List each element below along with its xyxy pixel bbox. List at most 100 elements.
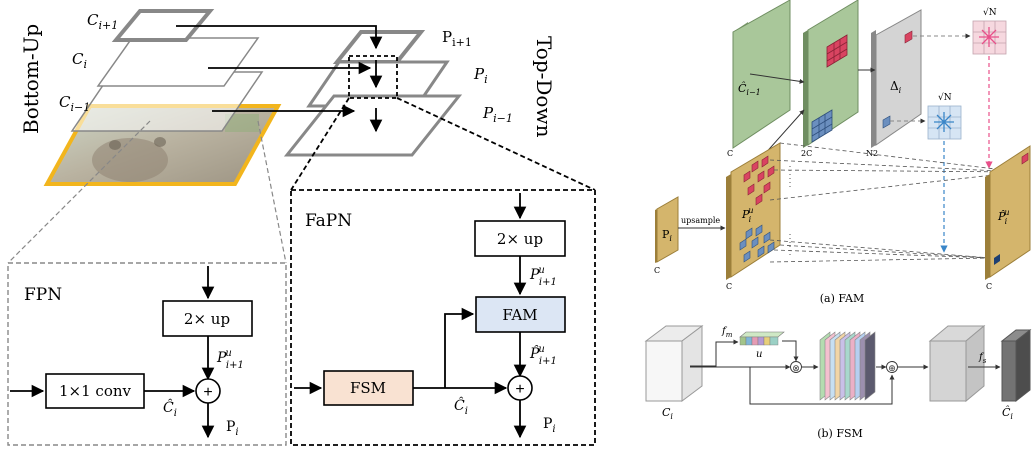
- fam-p-up-red-patches: [743, 155, 775, 206]
- fpn-title: FPN: [24, 285, 62, 305]
- fam-p-up-blue-patches: [739, 224, 775, 263]
- fam-p-small-label: Pi: [662, 228, 672, 243]
- fsm-out-cube-front: [1001, 340, 1017, 402]
- fpn-c-hat-label: Ĉi: [163, 398, 177, 419]
- fsm-u-label: u: [756, 349, 762, 360]
- fam-sqrtn-top: √N: [983, 7, 997, 18]
- fam-c-hat-plane-main: [732, 0, 791, 149]
- fam-offset-grid-top: [972, 20, 1007, 55]
- fsm-box-label: FSM: [350, 379, 386, 397]
- label-p-ip1: Pi+1: [442, 28, 472, 49]
- fam-p-hat-blue-cell: [994, 254, 1000, 265]
- label-c-i: Ci: [72, 50, 87, 71]
- zoom-line-fpn-right: [257, 120, 287, 264]
- fsm-oplus-sign: ⊕: [888, 363, 896, 373]
- fsm-times-circle: [790, 361, 802, 373]
- fapn-plus-sign: +: [515, 381, 524, 398]
- fpn-conv-box: [45, 373, 145, 409]
- fam-dim-2c: 2C: [801, 149, 812, 158]
- fapn-arrow-fsm-to-fam: [444, 307, 475, 388]
- plane-c-i: [96, 37, 260, 87]
- fapn-up-box: [474, 220, 566, 257]
- fsm-channel-stack: [819, 331, 876, 401]
- fam-delta-blue-cell: [882, 115, 891, 129]
- fapn-title: FaPN: [305, 211, 352, 231]
- fam-offset-grid-mid: [927, 105, 962, 140]
- arrow-c-ip1: [176, 25, 383, 50]
- fsm-caption: (b) FSM: [817, 427, 863, 440]
- fpn-conv-label: 1×1 conv: [59, 382, 132, 400]
- fapn-c-hat-label: Ĉi: [454, 396, 468, 417]
- fam-projection-lines: [769, 142, 1021, 263]
- fsm-panel: Ci fm u ⊗: [644, 324, 1032, 440]
- fpn-plus-sign: +: [203, 384, 212, 401]
- fsm-mid-cube-front: [929, 340, 967, 402]
- fam-sqrtn-mid: √N: [938, 92, 952, 103]
- fsm-out-cube-side: [1015, 328, 1031, 403]
- fam-delta-side: [871, 30, 876, 148]
- fam-dim-c3: C: [726, 282, 732, 291]
- zoom-line-fapn-right: [396, 97, 596, 191]
- bottom-up-label: Bottom-Up: [19, 24, 43, 134]
- label-c-ip1: Ci+1: [87, 11, 118, 32]
- fam-box-label: FAM: [502, 306, 537, 324]
- fam-panel: Ĉi−1 C 2C Δi N2: [654, 0, 1031, 305]
- fpn-out-label: Pi: [226, 419, 239, 438]
- fam-concat-red-grid: [826, 34, 848, 68]
- fsm-ci-cube-front: [645, 340, 683, 402]
- fapn-up-label: 2× up: [497, 230, 543, 248]
- bear-ear-shape-2: [154, 137, 166, 147]
- fpn-up-label: 2× up: [184, 310, 230, 328]
- pyramid: Bottom-Up Top-Down Ci+1 Ci Ci−1 Pi+1 Pi …: [7, 9, 596, 264]
- fam-dim-c1: C: [727, 149, 733, 158]
- fsm-fm-label: fm: [721, 326, 733, 339]
- zoom-box: [348, 55, 398, 99]
- fam-c-hat-label: Ĉi−1: [738, 81, 761, 97]
- fsm-times-sign: ⊗: [792, 363, 800, 373]
- fsm-chat-label: Ĉi: [1002, 405, 1013, 421]
- top-down-label: Top-Down: [532, 36, 556, 138]
- fam-delta-plane: [875, 9, 922, 146]
- fam-caption: (a) FAM: [820, 292, 865, 305]
- fam-delta-label: Δi: [890, 79, 902, 95]
- fpn-frame: [7, 262, 287, 446]
- fam-dim-c2: C: [654, 266, 660, 275]
- fam-concat-blue-grid: [811, 109, 833, 143]
- fsm-box: [323, 370, 414, 406]
- fam-delta-red-cell: [904, 30, 913, 44]
- fsm-branch-to-fm: [690, 339, 739, 367]
- fam-p-hat-plane: [989, 145, 1031, 278]
- fam-dim-c4: C: [986, 282, 992, 291]
- plane-c-ip1: [111, 9, 215, 42]
- fsm-skip-path: [749, 367, 895, 405]
- fsm-oplus-circle: [886, 361, 898, 373]
- zoom-line-fapn-left: [290, 97, 350, 191]
- fam-p-small-side: [655, 209, 657, 263]
- fsm-u-to-times: [782, 340, 799, 362]
- fsm-u-vector: [739, 331, 785, 346]
- grass-patch: [225, 114, 259, 132]
- bear-ear-shape: [109, 140, 121, 150]
- zoom-line-fpn-left: [7, 120, 151, 264]
- label-p-im1: Pi−1: [482, 104, 513, 125]
- fam-concat-side: [803, 30, 808, 148]
- fam-p-hat-red-cell: [1021, 152, 1029, 165]
- fam-p-up-side: [726, 174, 731, 280]
- fapn-out-label: Pi: [543, 416, 556, 435]
- fam-dim-2n: N2: [866, 149, 878, 158]
- fam-p-hat-side: [985, 174, 990, 280]
- label-c-im1: Ci−1: [59, 93, 90, 114]
- bear-head-shape: [92, 138, 168, 182]
- fam-arrow-chat-to-concat: [749, 73, 805, 84]
- label-p-i: Pi: [473, 65, 488, 86]
- fam-upsample-label: upsample: [681, 216, 720, 225]
- fsm-ci-label: Ci: [662, 406, 673, 421]
